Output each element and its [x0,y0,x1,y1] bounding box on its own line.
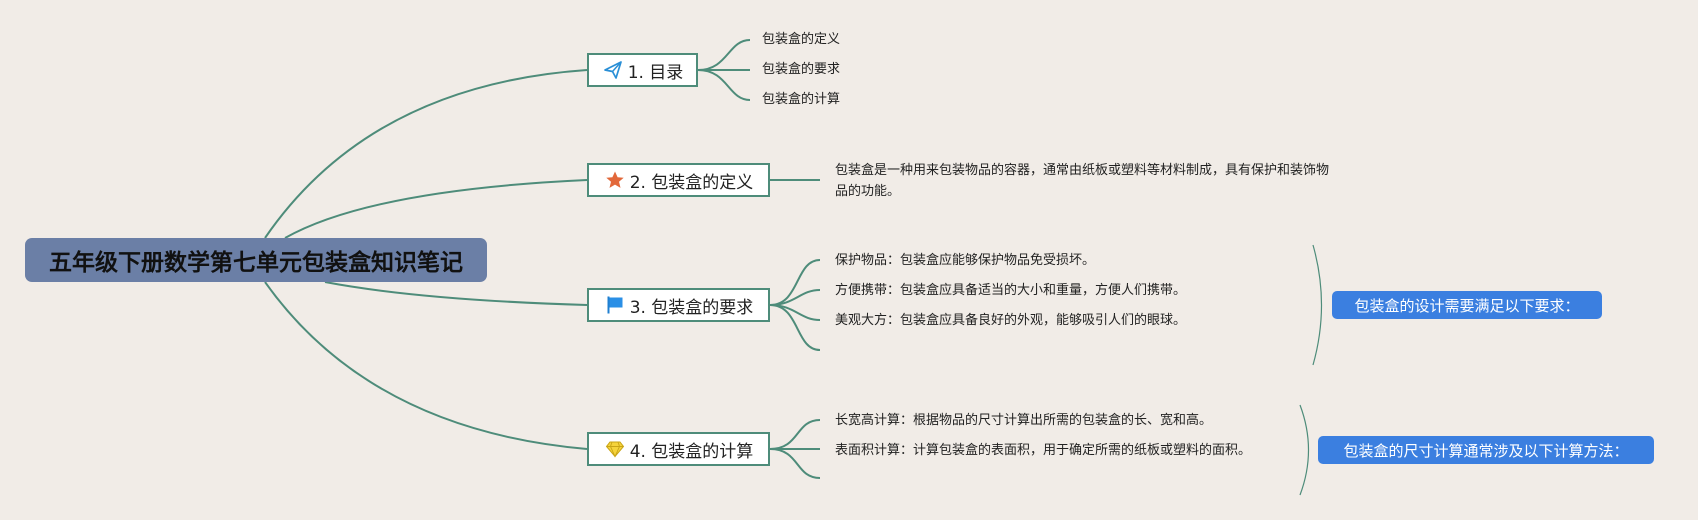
list-item[interactable]: 包装盒的定义 [762,32,841,47]
list-item[interactable]: 包装盒的要求 [762,62,841,77]
list-item[interactable]: 长宽高计算：根据物品的尺寸计算出所需的包装盒的长、宽和高。 [835,413,1213,428]
topic-table-of-contents[interactable]: 1. 目录 [587,53,698,87]
root-topic[interactable]: 五年级下册数学第七单元包装盒知识笔记 [25,238,487,282]
connector-root-topic-3 [324,281,588,306]
list-item[interactable]: 包装盒的计算 [762,92,841,107]
gem-icon [604,438,626,460]
list-item[interactable]: 保护物品：包装盒应能够保护物品免受损坏。 [835,253,1096,268]
connector-root-topic-4 [264,281,588,450]
connector-topic-3-child-4 [769,304,821,351]
summary-calculation[interactable]: 包装盒的尺寸计算通常涉及以下计算方法： [1318,436,1654,464]
summary-requirements[interactable]: 包装盒的设计需要满足以下要求： [1332,291,1602,319]
topic-label: 1. 目录 [627,62,684,83]
connector-root-topic-2 [284,179,588,239]
topic-requirements[interactable]: 3. 包装盒的要求 [587,288,770,322]
connector-topic-1-child-3 [697,69,751,101]
list-item[interactable]: 方便携带：包装盒应具备适当的大小和重量，方便人们携带。 [835,283,1187,298]
topic-calculation[interactable]: 4. 包装盒的计算 [587,432,770,466]
star-icon [604,169,626,191]
definition-text[interactable]: 包装盒是一种用来包装物品的容器，通常由纸板或塑料等材料制成，具有保护和装饰物品的… [835,163,1330,199]
connector-root-topic-1 [264,69,588,239]
summary-bracket-topic-4 [1299,404,1310,496]
connector-topic-3-child-2 [769,289,821,306]
summary-bracket-topic-3 [1312,244,1323,366]
list-item[interactable]: 美观大方：包装盒应具备良好的外观，能够吸引人们的眼球。 [835,313,1187,328]
connector-topic-4-child-1 [769,419,821,450]
flag-icon [604,294,626,316]
connector-topic-4-child-3 [769,448,821,479]
topic-label: 2. 包装盒的定义 [629,172,754,193]
root-title: 五年级下册数学第七单元包装盒知识笔记 [49,250,463,276]
topic-label: 4. 包装盒的计算 [629,441,754,462]
topic-definition[interactable]: 2. 包装盒的定义 [587,163,770,197]
list-item[interactable]: 表面积计算：计算包装盒的表面积，用于确定所需的纸板或塑料的面积。 [835,443,1252,458]
topic-label: 3. 包装盒的要求 [629,297,754,318]
connector-topic-1-child-1 [697,39,751,71]
connector-topic-3-child-3 [769,304,821,321]
paper-plane-icon [602,59,624,81]
